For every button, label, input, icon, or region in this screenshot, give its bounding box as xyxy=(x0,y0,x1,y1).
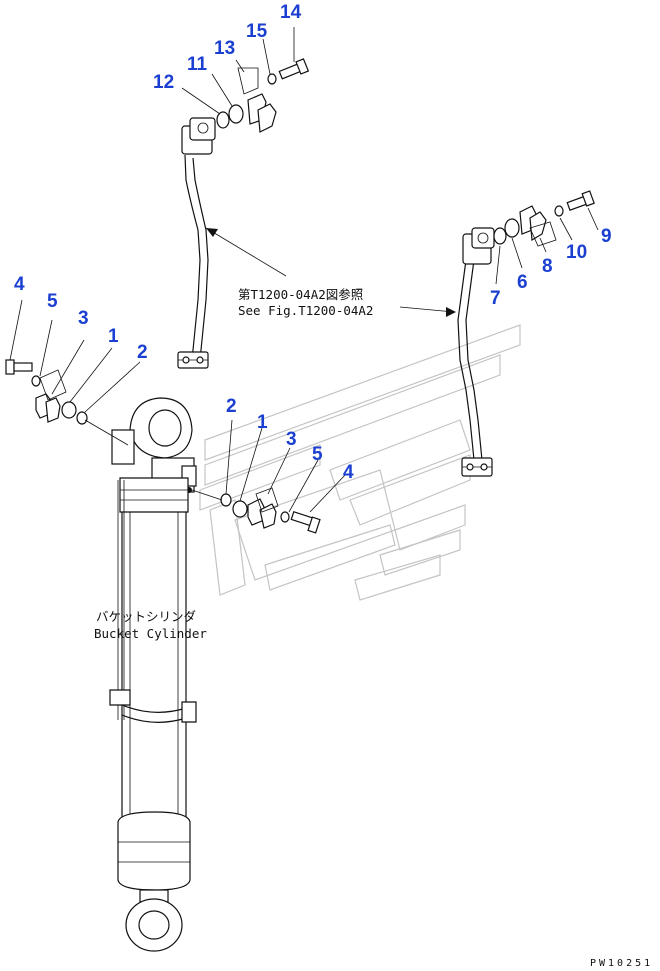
upper-fittings xyxy=(216,58,310,133)
left-fittings xyxy=(5,359,88,425)
callout-14: 14 xyxy=(280,2,302,23)
split-flange-3b-left xyxy=(45,397,61,423)
split-flange-13b xyxy=(257,103,277,133)
callout-13: 13 xyxy=(214,38,235,59)
callout-10: 10 xyxy=(566,242,587,263)
bolt-4-left xyxy=(5,359,33,375)
washer-10 xyxy=(554,205,564,217)
callout-6: 6 xyxy=(517,272,528,293)
leader-lines xyxy=(9,27,599,513)
ring-11 xyxy=(228,104,244,124)
callout-2-left: 2 xyxy=(137,342,148,363)
o-ring-2-left xyxy=(76,411,88,425)
callout-2-mid: 2 xyxy=(226,396,237,417)
o-ring-12 xyxy=(216,111,230,129)
callout-15: 15 xyxy=(246,21,268,42)
callout-7: 7 xyxy=(490,288,501,309)
o-ring-2-mid xyxy=(220,493,232,507)
callout-4-mid: 4 xyxy=(343,462,354,483)
callout-5-left: 5 xyxy=(47,291,58,312)
callout-3-mid: 3 xyxy=(286,429,297,450)
callout-5-mid: 5 xyxy=(312,444,323,465)
o-ring-7 xyxy=(493,227,507,245)
callouts: 14 15 13 11 12 9 10 8 6 7 4 5 3 1 2 2 1 … xyxy=(14,2,612,483)
callout-12: 12 xyxy=(153,72,174,93)
upper-pipe xyxy=(177,117,216,369)
watermark-logo xyxy=(199,324,521,601)
bolt-4-mid xyxy=(290,511,321,534)
pipe-clamp xyxy=(109,689,131,706)
callout-9: 9 xyxy=(601,226,612,247)
cylinder-bracket xyxy=(111,429,135,465)
ring-1-left xyxy=(61,401,77,419)
reference-label-jp: 第T1200-04A2図参照 xyxy=(238,287,363,302)
reference-label-en: See Fig.T1200-04A2 xyxy=(238,303,373,318)
ring-6 xyxy=(504,218,520,238)
callout-3-left: 3 xyxy=(78,308,89,329)
bolt-9 xyxy=(566,190,595,211)
callout-4-left: 4 xyxy=(14,274,25,295)
right-pipe xyxy=(457,227,495,477)
washer-15 xyxy=(267,73,277,85)
port-fittings xyxy=(220,493,321,534)
bucket-cylinder xyxy=(109,397,197,952)
callout-11: 11 xyxy=(187,54,208,75)
cylinder-label-en: Bucket Cylinder xyxy=(94,626,207,641)
ring-1-mid xyxy=(232,500,248,518)
callout-1-left: 1 xyxy=(108,326,119,347)
cylinder-lower-head xyxy=(117,811,191,891)
callout-1-mid: 1 xyxy=(257,412,268,433)
split-flange-3b-mid xyxy=(259,503,277,529)
cylinder-label-jp: バケットシリンダ xyxy=(96,609,196,624)
bolt-14 xyxy=(278,58,310,80)
right-fittings xyxy=(493,190,595,245)
washer-5-left xyxy=(31,375,41,387)
drawing-code: PW10251 xyxy=(590,958,653,969)
reference-arrows xyxy=(205,227,456,317)
washer-5-mid xyxy=(280,511,290,523)
callout-8: 8 xyxy=(542,256,553,277)
